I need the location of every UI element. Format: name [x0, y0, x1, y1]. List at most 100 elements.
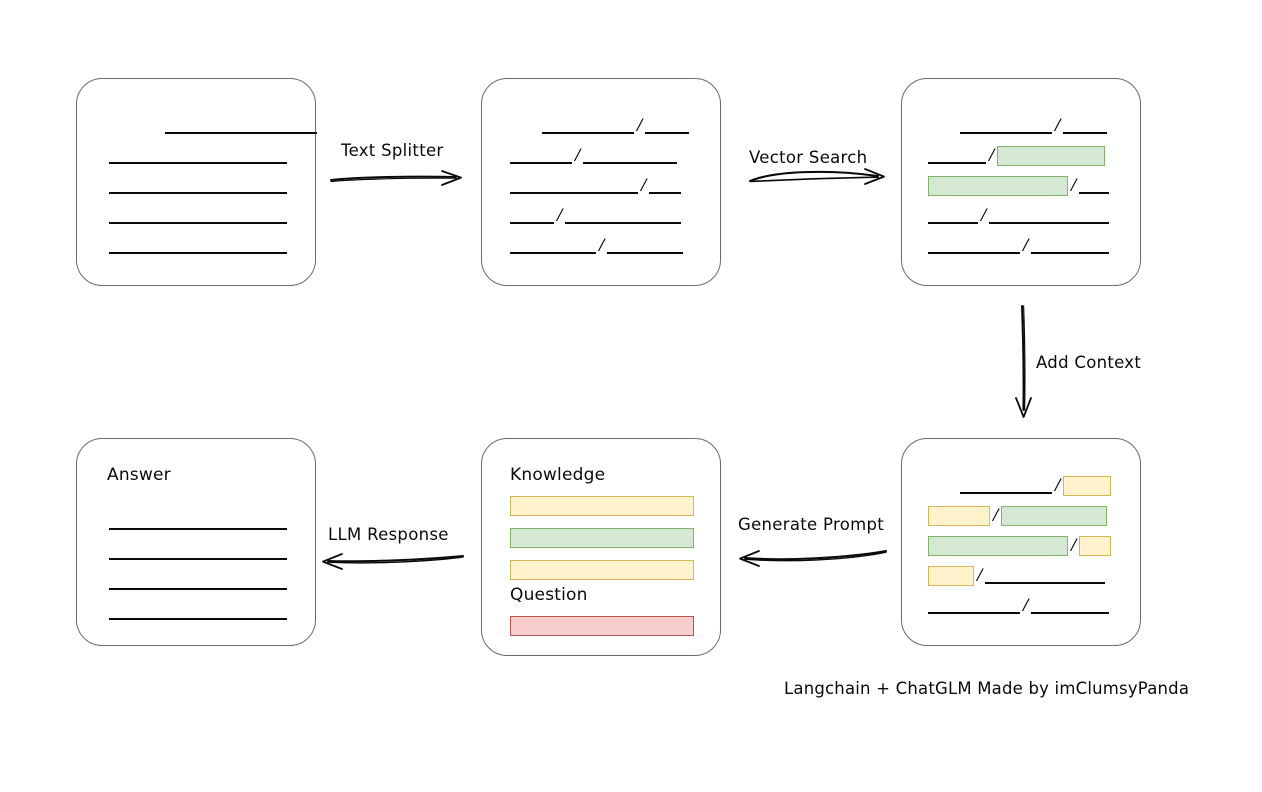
text-line-segment	[542, 132, 634, 134]
arrow-label-vector-search: Vector Search	[749, 148, 868, 167]
text-line-segment	[928, 162, 986, 164]
text-line-segment	[165, 132, 317, 134]
green-highlight-chip	[928, 536, 1068, 556]
document-line: /	[928, 534, 1112, 557]
text-line-segment	[989, 222, 1110, 224]
document-line	[109, 511, 287, 533]
yellow-highlight-chip	[1063, 476, 1112, 496]
text-line-segment	[109, 192, 287, 194]
document-line: /	[928, 564, 1106, 587]
document-line: /	[960, 474, 1112, 497]
text-line-segment	[109, 558, 287, 560]
text-line-segment	[565, 222, 682, 224]
document-line	[109, 541, 287, 563]
text-line-segment	[1063, 132, 1108, 134]
text-line-segment	[109, 618, 287, 620]
document-line: /	[928, 144, 1106, 167]
slash-separator: /	[981, 204, 987, 226]
slash-separator: /	[641, 174, 647, 196]
text-line-segment	[1031, 252, 1110, 254]
generate-prompt-arrow	[739, 550, 887, 567]
add-context-arrow	[1015, 305, 1032, 418]
split-chunks-box[interactable]: / / / / /	[481, 78, 721, 286]
document-line: /	[510, 174, 682, 197]
document-line: /	[928, 594, 1110, 617]
answer-lines	[77, 439, 315, 645]
document-line	[109, 175, 287, 197]
document-line: /	[542, 115, 690, 137]
slash-separator: /	[1055, 474, 1061, 496]
yellow-highlight-chip	[928, 566, 974, 586]
text-line-segment	[109, 588, 287, 590]
document-line	[165, 115, 317, 137]
text-line-segment	[510, 252, 596, 254]
slash-separator: /	[575, 144, 581, 166]
slash-separator: /	[977, 564, 983, 586]
document-line: /	[928, 204, 1110, 227]
yellow-prompt-bar	[510, 496, 694, 516]
slash-separator: /	[557, 204, 563, 226]
yellow-prompt-bar	[510, 560, 694, 580]
text-line-segment	[583, 162, 678, 164]
matched-chunks-lines: / / / / /	[902, 79, 1140, 285]
slash-separator: /	[1071, 174, 1077, 196]
text-line-segment	[928, 612, 1020, 614]
split-chunks-lines: / / / / /	[482, 79, 720, 285]
text-line-segment	[985, 582, 1106, 584]
source-document-lines	[77, 79, 317, 285]
slash-separator: /	[1071, 534, 1077, 556]
text-line-segment	[960, 132, 1052, 134]
green-highlight-chip	[1001, 506, 1108, 526]
arrow-label-text-splitter: Text Splitter	[341, 141, 444, 160]
text-line-segment	[109, 222, 287, 224]
document-line	[109, 571, 287, 593]
arrow-label-llm-response: LLM Response	[328, 525, 449, 544]
text-line-segment	[645, 132, 690, 134]
document-line: /	[960, 114, 1108, 137]
document-line	[109, 205, 287, 227]
slash-separator: /	[1023, 594, 1029, 616]
slash-separator: /	[1023, 234, 1029, 256]
red-prompt-bar	[510, 616, 694, 636]
arrow-label-add-context: Add Context	[1036, 353, 1142, 372]
arrow-label-generate-prompt: Generate Prompt	[738, 515, 884, 534]
slash-separator: /	[993, 504, 999, 526]
document-line: /	[928, 174, 1110, 197]
document-line: /	[928, 504, 1108, 527]
yellow-highlight-chip	[1079, 536, 1112, 556]
text-splitter-arrow	[330, 170, 462, 186]
slash-separator: /	[1055, 114, 1061, 136]
source-document-box[interactable]	[76, 78, 317, 286]
context-chunks-lines: / / / / /	[902, 439, 1140, 645]
text-line-segment	[607, 252, 684, 254]
text-line-segment	[960, 492, 1052, 494]
text-line-segment	[928, 222, 978, 224]
text-line-segment	[510, 162, 572, 164]
knowledge-heading: Knowledge	[510, 465, 606, 485]
green-highlight-chip	[997, 146, 1106, 166]
document-line: /	[510, 204, 682, 227]
vector-search-arrow	[749, 168, 885, 185]
document-line: /	[510, 234, 684, 257]
slash-separator: /	[989, 144, 995, 166]
slash-separator: /	[599, 234, 605, 256]
document-line: /	[510, 144, 678, 167]
text-line-segment	[510, 192, 638, 194]
text-line-segment	[1079, 192, 1110, 194]
answer-box[interactable]: Answer	[76, 438, 316, 646]
green-prompt-bar	[510, 528, 694, 548]
text-line-segment	[510, 222, 554, 224]
text-line-segment	[109, 252, 287, 254]
yellow-highlight-chip	[928, 506, 990, 526]
context-chunks-box[interactable]: / / / / /	[901, 438, 1141, 646]
document-line	[109, 235, 287, 257]
answer-heading: Answer	[107, 465, 171, 485]
text-line-segment	[1031, 612, 1110, 614]
matched-chunks-box[interactable]: / / / / /	[901, 78, 1141, 286]
document-line	[109, 145, 287, 167]
text-line-segment	[928, 252, 1020, 254]
text-line-segment	[649, 192, 682, 194]
prompt-box[interactable]: Knowledge Question	[481, 438, 721, 656]
question-heading: Question	[510, 585, 588, 605]
